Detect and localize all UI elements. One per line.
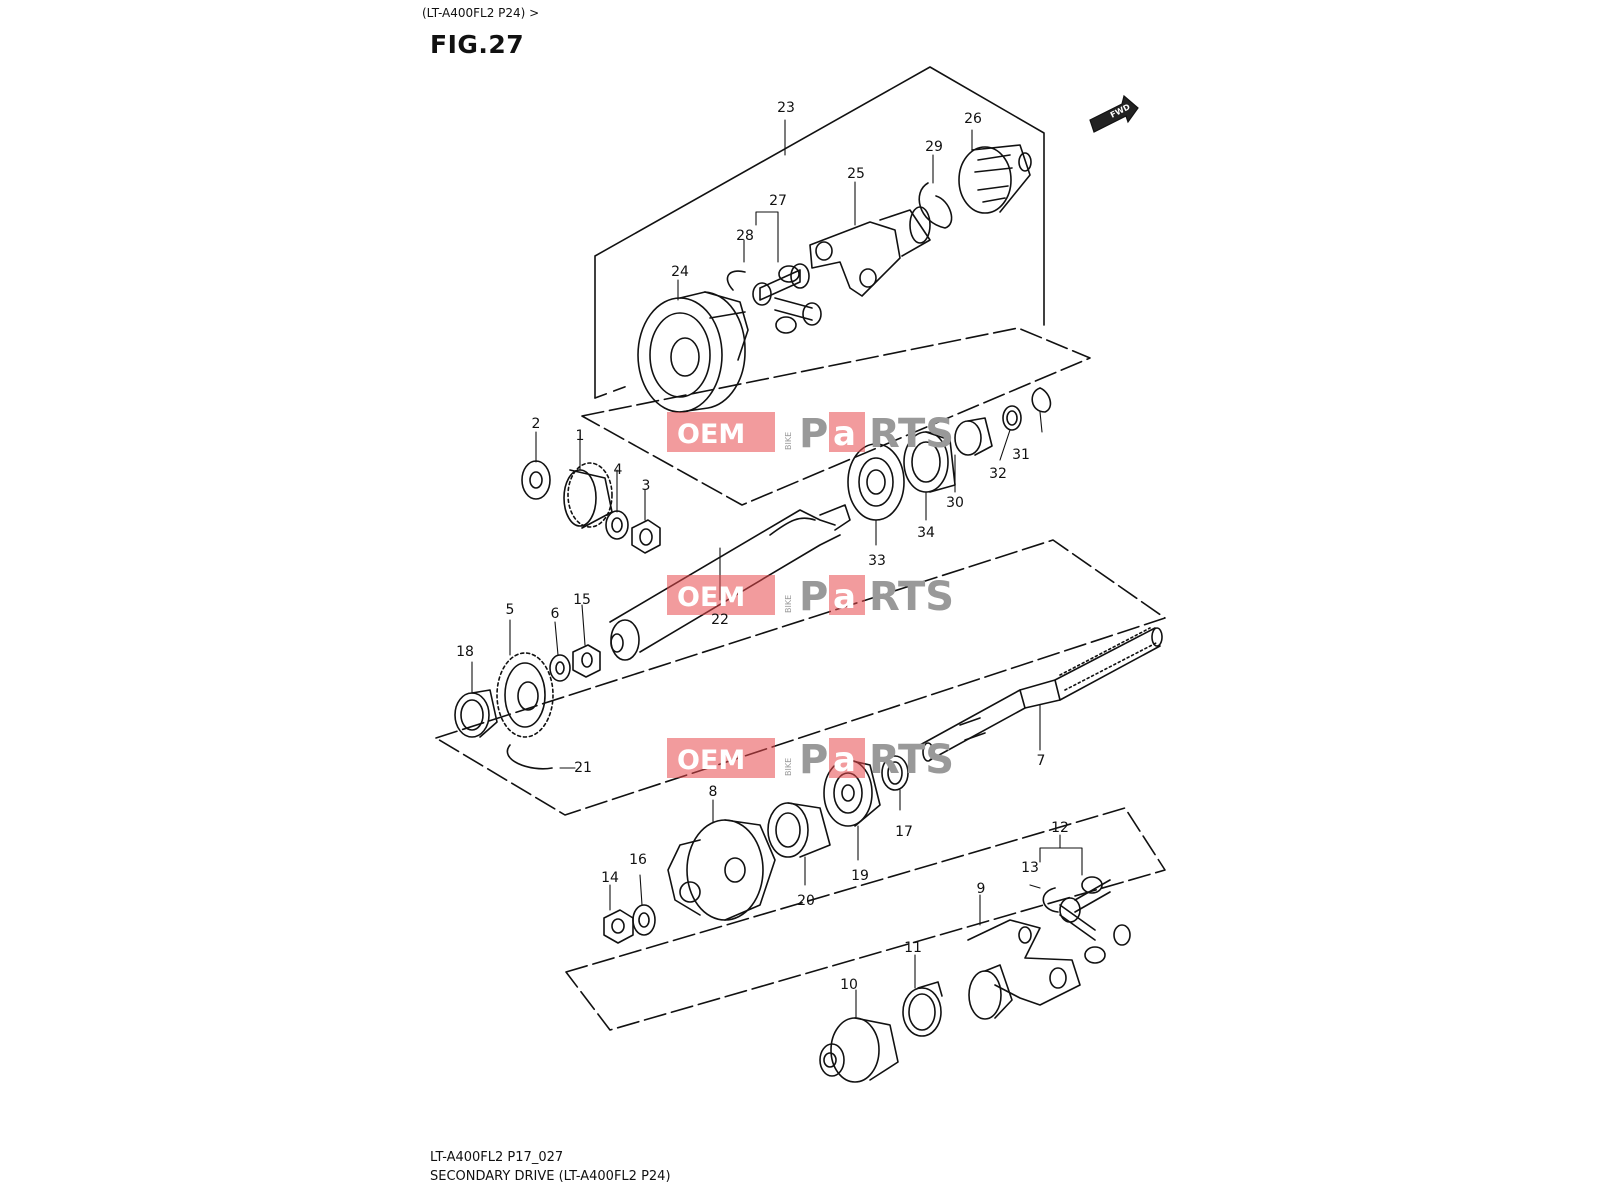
group-upper-box — [581, 327, 1091, 506]
watermark-oem-text: OEM — [677, 582, 745, 613]
assembly-23-dashed-edge — [594, 384, 631, 399]
callout-14: 14 — [601, 870, 619, 886]
callout-18: 18 — [456, 644, 474, 660]
fwd-arrow-icon: FWD — [1089, 94, 1139, 133]
callout-24: 24 — [671, 264, 689, 280]
part-20-oil-seal — [767, 802, 831, 858]
part-7-drive-shaft — [919, 627, 1163, 762]
callout-26: 26 — [964, 111, 982, 127]
part-29-clip — [918, 182, 953, 229]
watermark-a-text: a — [833, 577, 856, 617]
callout-30: 30 — [946, 495, 964, 511]
watermark-bike-text: BIKE — [784, 432, 793, 450]
part-18-needle-bearing — [454, 689, 498, 738]
watermark-bike-text: BIKE — [784, 758, 793, 776]
watermark-oem-text: OEM — [677, 419, 745, 450]
callout-9: 9 — [977, 881, 986, 897]
part-3-nut — [631, 519, 661, 554]
callout-16: 16 — [629, 852, 647, 868]
part-17-circlip — [881, 755, 909, 791]
part-28-circlip — [726, 270, 746, 291]
header-reference: (LT-A400FL2 P24) > — [422, 6, 540, 20]
callout-15: 15 — [573, 592, 591, 608]
part-21-snap-ring — [506, 744, 553, 770]
watermark-2: OEM BIKE P a RTS — [667, 574, 954, 620]
callout-19: 19 — [851, 868, 869, 884]
callout-12: 12 — [1051, 820, 1069, 836]
callout-25: 25 — [847, 166, 865, 182]
part-27-universal-joint — [752, 263, 822, 334]
callout-29: 29 — [925, 139, 943, 155]
part-8-yoke — [667, 819, 776, 921]
callout-21: 21 — [574, 760, 592, 776]
part-16-washer — [632, 904, 656, 936]
watermark-rts-text: RTS — [869, 737, 954, 783]
part-32-washer — [1002, 405, 1022, 431]
watermark-a-text: a — [833, 740, 856, 780]
callout-22: 22 — [711, 612, 729, 628]
callout-4: 4 — [614, 462, 623, 478]
diagram-code: LT-A400FL2 P17_027 — [430, 1150, 564, 1165]
part-6-washer — [549, 654, 571, 682]
callout-17: 17 — [895, 824, 913, 840]
callout-6: 6 — [551, 606, 560, 622]
callout-labels: 23 27 28 24 25 29 26 2 1 4 3 31 32 30 34… — [456, 100, 1069, 993]
watermark-oem-text: OEM — [677, 745, 745, 776]
watermark-bike-text: BIKE — [784, 595, 793, 613]
part-14-nut — [603, 909, 634, 944]
part-5-driven-gear — [496, 652, 554, 738]
part-2-washer — [521, 460, 551, 500]
part-25-yoke — [809, 206, 931, 297]
part-1-bevel-gear — [563, 462, 613, 529]
watermark-p-text: P — [799, 411, 828, 457]
part-9-slip-yoke — [967, 919, 1081, 1020]
group-lower-box — [565, 807, 1166, 1031]
callout-27: 27 — [769, 193, 787, 209]
callout-11: 11 — [904, 940, 922, 956]
callout-28: 28 — [736, 228, 754, 244]
watermark-3: OEM BIKE P a RTS — [667, 737, 954, 783]
callout-20: 20 — [797, 893, 815, 909]
leader-lines — [471, 119, 1083, 1019]
callout-32: 32 — [989, 466, 1007, 482]
callout-13: 13 — [1021, 860, 1039, 876]
callout-5: 5 — [506, 602, 515, 618]
part-30-spacer — [954, 417, 993, 456]
part-26-rubber-boot — [958, 144, 1032, 214]
watermark-a-text: a — [833, 414, 856, 454]
callout-31: 31 — [1012, 447, 1030, 463]
diagram-caption: SECONDARY DRIVE (LT-A400FL2 P24) — [430, 1169, 671, 1184]
part-15-nut — [572, 644, 601, 678]
part-4-washer — [605, 510, 629, 540]
callout-2: 2 — [532, 416, 541, 432]
part-12-universal-joint — [1059, 876, 1131, 964]
part-11-hose-clamp — [902, 981, 943, 1037]
watermark-rts-text: RTS — [869, 574, 954, 620]
callout-1: 1 — [576, 428, 585, 444]
watermark-p-text: P — [799, 574, 828, 620]
callout-3: 3 — [642, 478, 651, 494]
part-13-circlip — [1042, 887, 1059, 913]
figure-title: FIG.27 — [430, 30, 525, 59]
watermark-rts-text: RTS — [869, 411, 954, 457]
callout-34: 34 — [917, 525, 935, 541]
callout-23: 23 — [777, 100, 795, 116]
callout-8: 8 — [709, 784, 718, 800]
part-31-circlip — [1031, 387, 1052, 413]
watermark-1: OEM BIKE P a RTS — [667, 411, 954, 457]
callout-10: 10 — [840, 977, 858, 993]
part-10-rubber-boot — [819, 1017, 899, 1083]
assembly-23-outline — [594, 66, 1045, 399]
callout-7: 7 — [1037, 753, 1046, 769]
part-22-propeller-shaft — [609, 504, 851, 661]
callout-33: 33 — [868, 553, 886, 569]
watermark-p-text: P — [799, 737, 828, 783]
